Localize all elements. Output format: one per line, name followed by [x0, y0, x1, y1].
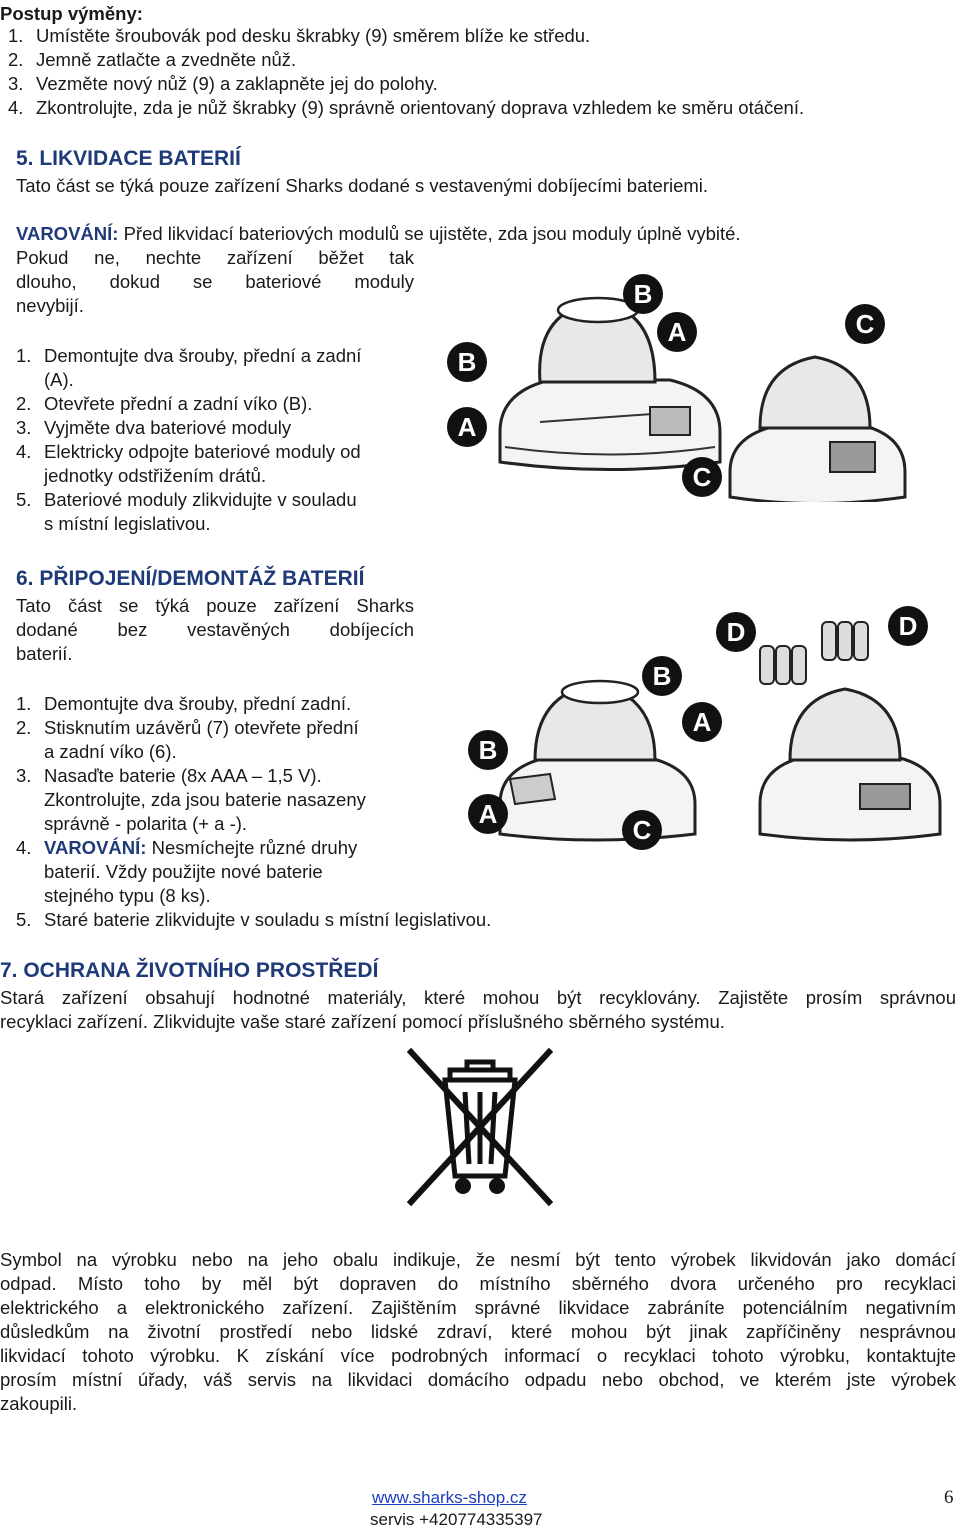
svg-text:A: A: [458, 412, 477, 442]
callout-c-3: C: [622, 810, 662, 850]
section6-step-3-cont: Zkontrolujte, zda jsou baterie nasazeny: [44, 789, 366, 810]
section6-step-1: 1.Demontujte dva šrouby, přední zadní.: [16, 693, 352, 714]
footer-service-phone: servis +420774335397: [370, 1510, 543, 1529]
replacement-step-3: 3.Vezměte nový nůž (9) a zaklapněte jej …: [8, 73, 438, 94]
battery-pack-left: [759, 645, 807, 685]
callout-a-4: A: [468, 794, 508, 834]
svg-text:B: B: [479, 735, 498, 765]
section6-step-4-cont: baterií. Vždy použijte nové baterie: [44, 861, 323, 882]
section6-step-2: 2.Stisknutím uzávěrů (7) otevřete přední: [16, 717, 359, 738]
section5-note-line: dlouho, dokud se bateriové moduly: [16, 271, 414, 292]
section7-intro-line: recyklaci zařízení. Zlikvidujte vaše sta…: [0, 1011, 725, 1032]
callout-b-1: B: [623, 274, 663, 314]
section6-intro-line: dodané bez vestavěných dobíjecích: [16, 619, 414, 640]
svg-text:C: C: [693, 462, 712, 492]
callout-d-1: D: [716, 612, 756, 652]
section6-step-5: 5.Staré baterie zlikvidujte v souladu s …: [16, 909, 492, 930]
section5-step-4-cont: jednotky odstřižením drátů.: [44, 465, 267, 486]
section5-intro: Tato část se týká pouze zařízení Sharks …: [16, 175, 709, 196]
section7-body-line: odpad. Místo toho by měl být dopraven do…: [0, 1273, 956, 1294]
section5-step-2: 2.Otevřete přední a zadní víko (B).: [16, 393, 313, 414]
replacement-step-1: 1.Umístěte šroubovák pod desku škrabky (…: [8, 25, 591, 46]
callout-a-2: A: [447, 407, 487, 447]
svg-text:C: C: [633, 815, 652, 845]
section7-heading: 7. OCHRANA ŽIVOTNÍHO PROSTŘEDÍ: [0, 959, 379, 982]
replacement-step-4: 4.Zkontrolujte, zda je nůž škrabky (9) s…: [8, 97, 805, 118]
section5-step-1: 1.Demontujte dva šrouby, přední a zadní: [16, 345, 362, 366]
section5-warning: VAROVÁNÍ: Před likvidací bateriových mod…: [16, 223, 741, 244]
section6-heading: 6. PŘIPOJENÍ/DEMONTÁŽ BATERIÍ: [16, 567, 365, 590]
svg-text:A: A: [668, 317, 687, 347]
section5-step-1-cont: (A).: [44, 369, 74, 390]
svg-text:A: A: [479, 799, 498, 829]
svg-text:D: D: [899, 611, 918, 641]
svg-text:C: C: [856, 309, 875, 339]
callout-b-4: B: [468, 730, 508, 770]
battery-insertion-illustration: D D B A B A C: [468, 606, 942, 850]
section6-step-4-cont: stejného typu (8 ks).: [44, 885, 211, 906]
callout-c-1: C: [845, 304, 885, 344]
section5-step-4: 4.Elektricky odpojte bateriové moduly od: [16, 441, 361, 462]
section5-step-5: 5.Bateriové moduly zlikvidujte v souladu: [16, 489, 357, 510]
callout-a-1: A: [657, 312, 697, 352]
section7-body-line: důsledkům na životní prostředí nebo lids…: [0, 1321, 956, 1342]
replacement-step-2: 2.Jemně zatlačte a zvedněte nůž.: [8, 49, 297, 70]
section5-step-3: 3.Vyjměte dva bateriové moduly: [16, 417, 292, 438]
svg-text:B: B: [458, 347, 477, 377]
battery-removal-illustration: B A C B A C: [447, 274, 907, 502]
section6-step-3: 3.Nasaďte baterie (8x AAA – 1,5 V).: [16, 765, 322, 786]
svg-text:A: A: [693, 707, 712, 737]
callout-b-2: B: [447, 342, 487, 382]
section7-body-last: zakoupili.: [0, 1393, 78, 1414]
section5-note-line: nevybijí.: [16, 295, 84, 316]
footer-website-link[interactable]: www.sharks-shop.cz: [372, 1488, 527, 1507]
callout-a-3: A: [682, 702, 722, 742]
section6-step-3-cont: správně - polarita (+ a -).: [44, 813, 248, 834]
section7-body-line: prosím místní úřady, váš servis na likvi…: [0, 1369, 956, 1390]
section5-note-line: Pokud ne, nechte zařízení běžet tak: [16, 247, 414, 268]
section7-body-line: Symbol na výrobku nebo na jeho obalu ind…: [0, 1249, 956, 1270]
section6-intro-line: baterií.: [16, 643, 73, 664]
section7-body-line: likvidací tohoto výrobku. K získání více…: [0, 1345, 956, 1366]
section6-step-2-cont: a zadní víko (6).: [44, 741, 177, 762]
section5-heading: 5. LIKVIDACE BATERIÍ: [16, 147, 241, 170]
callout-c-2: C: [682, 457, 722, 497]
replacement-title: Postup výměny:: [0, 3, 143, 24]
svg-text:B: B: [653, 661, 672, 691]
section7-intro-line: Stará zařízení obsahují hodnotné materiá…: [0, 987, 956, 1008]
section6-step-4: 4.VAROVÁNÍ: Nesmíchejte různé druhy: [16, 837, 358, 858]
weee-crossed-bin-icon: [406, 1048, 554, 1207]
section6-intro-line: Tato část se týká pouze zařízení Sharks: [16, 595, 414, 616]
svg-text:B: B: [634, 279, 653, 309]
page-number: 6: [944, 1487, 954, 1508]
callout-d-2: D: [888, 606, 928, 646]
section7-body-line: elektrického a elektronického zařízení. …: [0, 1297, 956, 1318]
section5-step-5-cont: s místní legislativou.: [44, 513, 211, 534]
svg-text:D: D: [727, 617, 746, 647]
battery-pack-right: [821, 621, 869, 661]
callout-b-3: B: [642, 656, 682, 696]
